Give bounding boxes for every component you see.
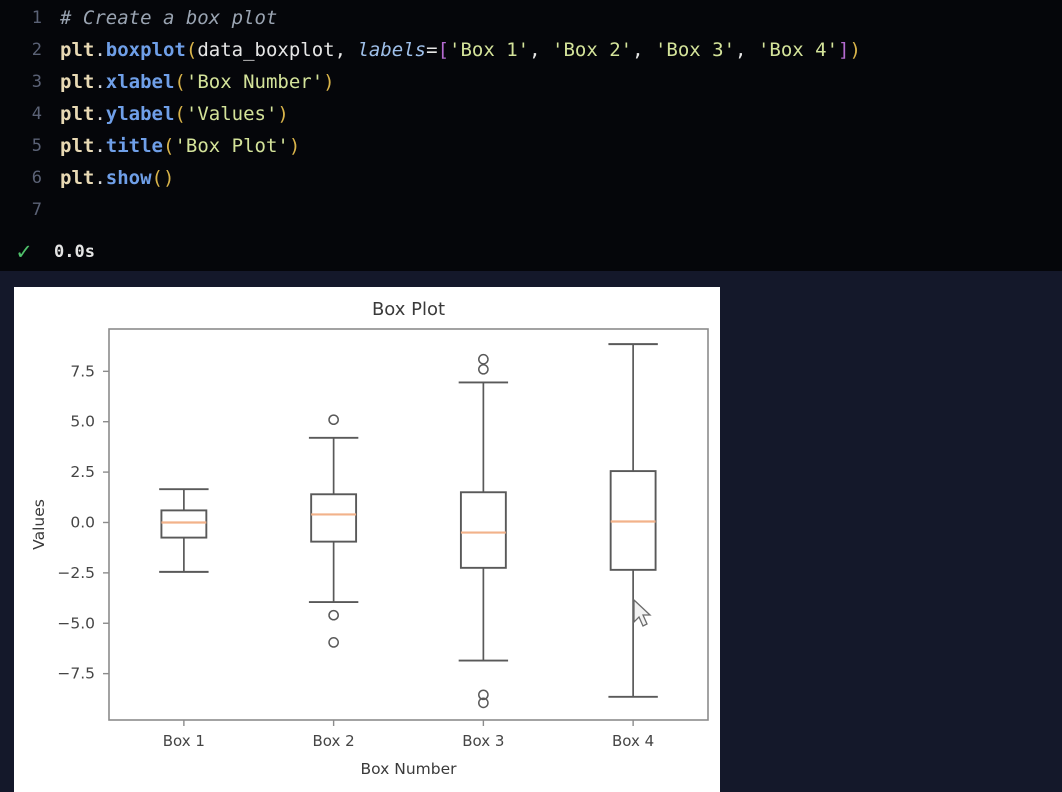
y-tick-label: −2.5 — [57, 564, 95, 582]
code-token: , — [735, 39, 758, 61]
code-token: # Create a box plot — [60, 7, 278, 29]
code-token: xlabel — [105, 71, 175, 93]
code-token: . — [94, 135, 106, 157]
x-tick-label: Box 3 — [462, 732, 504, 750]
line-number: 3 — [31, 72, 42, 92]
code-token: ] — [838, 39, 850, 61]
code-line[interactable]: 7 — [0, 194, 1062, 226]
code-token: . — [94, 39, 106, 61]
check-icon: ✓ — [15, 239, 33, 264]
code-token: 'Box 1' — [449, 39, 530, 61]
code-token: plt — [60, 167, 95, 189]
code-line[interactable]: 6 plt.show() — [0, 162, 1062, 194]
outlier-point — [478, 697, 489, 709]
code-token: ) — [288, 135, 301, 157]
code-token: ( — [174, 71, 186, 93]
line-number: 4 — [31, 104, 42, 124]
x-tick-label: Box 4 — [612, 732, 654, 750]
code-token: ( — [174, 103, 186, 125]
code-token: . — [94, 103, 106, 125]
code-token: show — [105, 167, 152, 189]
code-token: ) — [323, 71, 335, 93]
line-number: 6 — [31, 168, 42, 188]
code-token: . — [94, 167, 106, 189]
line-number: 1 — [31, 8, 42, 28]
code-token: ( — [162, 135, 175, 157]
x-axis-label: Box Number — [360, 760, 457, 778]
box-rect[interactable] — [459, 491, 507, 569]
code-token: . — [94, 71, 106, 93]
code-token: [ — [437, 39, 450, 61]
code-token: , — [529, 39, 552, 61]
x-tick-label: Box 1 — [163, 732, 205, 750]
code-token: 'Values' — [185, 103, 278, 125]
y-tick-label: 0.0 — [70, 513, 95, 531]
y-tick-label: 2.5 — [70, 463, 95, 481]
box-rect[interactable] — [160, 509, 208, 539]
code-token: , — [334, 39, 358, 61]
outlier-point — [478, 353, 489, 365]
code-line-text[interactable]: plt.xlabel('Box Number') — [60, 66, 1062, 98]
chart-title: Box Plot — [372, 299, 445, 320]
code-token: labels — [357, 39, 427, 61]
y-tick-label: 5.0 — [70, 413, 95, 431]
code-token: 'Box Number' — [185, 71, 324, 93]
code-token: boxplot — [105, 39, 186, 61]
outlier-point — [478, 689, 489, 701]
code-token: ylabel — [105, 103, 175, 125]
execution-status: ✓ 0.0s — [0, 232, 95, 272]
code-token: ) — [849, 39, 861, 61]
code-token: plt — [60, 71, 95, 93]
code-token: 'Box Plot' — [174, 135, 289, 157]
code-line-text[interactable]: plt.show() — [60, 162, 1062, 194]
y-tick-label: 7.5 — [70, 362, 95, 380]
x-tick-label: Box 2 — [313, 732, 355, 750]
y-tick-label: −5.0 — [57, 614, 95, 632]
line-number: 7 — [31, 200, 42, 220]
axes-frame — [108, 328, 709, 721]
line-number: 5 — [31, 136, 42, 156]
code-token: ) — [277, 103, 289, 125]
code-token: 'Box 3' — [654, 39, 736, 61]
code-token: ( — [151, 167, 163, 189]
code-line[interactable]: 1 # Create a box plot — [0, 2, 1062, 34]
outlier-point — [328, 637, 339, 648]
code-line-text[interactable]: plt.ylabel('Values') — [60, 98, 1062, 130]
code-line-text[interactable]: plt.title('Box Plot') — [60, 130, 1062, 162]
code-token: plt — [60, 39, 95, 61]
box-rect[interactable] — [310, 493, 358, 543]
code-line[interactable]: 4 plt.ylabel('Values') — [0, 98, 1062, 130]
mouse-pointer — [633, 598, 652, 627]
code-line[interactable]: 5 plt.title('Box Plot') — [0, 130, 1062, 162]
code-token: ) — [163, 167, 175, 189]
execution-time: 0.0s — [54, 242, 95, 262]
code-token: = — [426, 39, 438, 61]
outlier-point — [328, 609, 339, 621]
code-token: 'Box 4' — [757, 39, 839, 61]
outlier-point — [328, 414, 339, 426]
code-token: , — [632, 39, 655, 61]
code-token: plt — [60, 135, 95, 157]
code-token: data_boxplot — [197, 39, 335, 61]
code-token: ( — [185, 39, 198, 61]
code-token: title — [105, 135, 163, 157]
outlier-point — [478, 363, 489, 375]
code-line-text[interactable]: # Create a box plot — [60, 2, 1062, 34]
y-axis-label: Values — [30, 499, 48, 550]
code-line[interactable]: 3 plt.xlabel('Box Number') — [0, 66, 1062, 98]
code-token: plt — [60, 103, 95, 125]
line-number: 2 — [31, 40, 42, 60]
y-tick-label: −7.5 — [57, 665, 95, 683]
code-token: 'Box 2' — [552, 39, 633, 61]
code-line-text[interactable]: plt.boxplot(data_boxplot, labels=['Box 1… — [60, 34, 1062, 66]
